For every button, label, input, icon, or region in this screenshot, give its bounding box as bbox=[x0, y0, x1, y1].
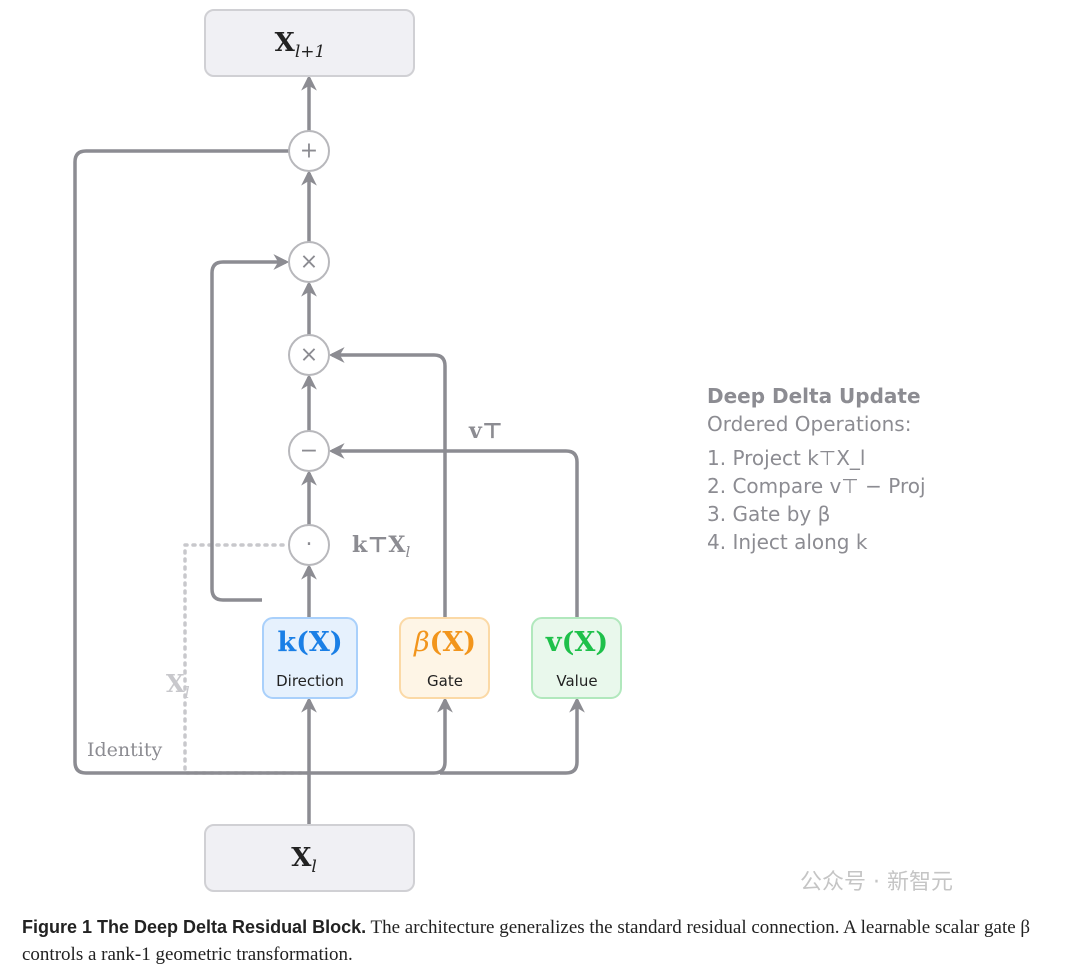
legend-title: Deep Delta Update bbox=[707, 384, 921, 408]
legend-item: 3. Gate by β bbox=[707, 502, 831, 526]
input-node: Xl bbox=[204, 824, 415, 892]
svg-text:Gate: Gate bbox=[427, 672, 463, 690]
svg-text:Xl+1: Xl+1 bbox=[275, 28, 326, 62]
figure-caption: Figure 1 The Deep Delta Residual Block. … bbox=[22, 914, 1062, 968]
identity-path bbox=[73, 149, 309, 775]
output-node: Xl+1 bbox=[204, 9, 415, 77]
gate-path bbox=[328, 347, 447, 618]
legend: Deep Delta Update Ordered Operations: 1.… bbox=[707, 382, 926, 556]
mult-direction-node: × bbox=[288, 241, 330, 283]
caption-text: The architecture generalizes the standar… bbox=[22, 917, 1031, 965]
identity-label: Identity bbox=[87, 739, 162, 761]
svg-text:×: × bbox=[300, 250, 318, 275]
svg-text:+: + bbox=[300, 139, 318, 164]
legend-item: 1. Project k⊤X_l bbox=[707, 446, 866, 470]
svg-text:β(X): β(X) bbox=[413, 627, 476, 658]
gate-input-path bbox=[309, 696, 453, 775]
svg-text:Xl: Xl bbox=[291, 843, 317, 877]
caption-figure-label: Figure 1 The Deep Delta Residual Block. bbox=[22, 917, 367, 937]
projection-label: k⊤Xl bbox=[352, 532, 410, 561]
svg-text:k(X): k(X) bbox=[277, 627, 342, 658]
legend-subtitle: Ordered Operations: bbox=[707, 412, 912, 436]
mult-gate-node: × bbox=[288, 334, 330, 376]
gate-box: β(X) Gate bbox=[399, 617, 490, 699]
subtract-node: − bbox=[288, 430, 330, 472]
svg-text:Direction: Direction bbox=[276, 672, 344, 690]
xl-label: Xl bbox=[166, 669, 190, 702]
svg-text:−: − bbox=[300, 439, 318, 464]
direction-box: k(X) Direction bbox=[262, 617, 358, 699]
svg-text:×: × bbox=[300, 343, 318, 368]
svg-text:v(X): v(X) bbox=[545, 627, 608, 658]
value-path bbox=[328, 443, 579, 618]
k-direction-path bbox=[210, 254, 290, 602]
v-transpose-label: v⊤ bbox=[468, 418, 503, 444]
value-input-path bbox=[440, 696, 585, 775]
watermark: 公众号 · 新智元 bbox=[800, 870, 953, 895]
value-box: v(X) Value bbox=[531, 617, 622, 699]
legend-item: 2. Compare v⊤ − Proj bbox=[707, 474, 926, 498]
svg-text:·: · bbox=[306, 533, 313, 558]
legend-item: 4. Inject along k bbox=[707, 530, 868, 554]
add-node: + bbox=[288, 130, 330, 172]
dot-product-node: · bbox=[288, 524, 330, 566]
svg-text:Value: Value bbox=[556, 672, 597, 690]
